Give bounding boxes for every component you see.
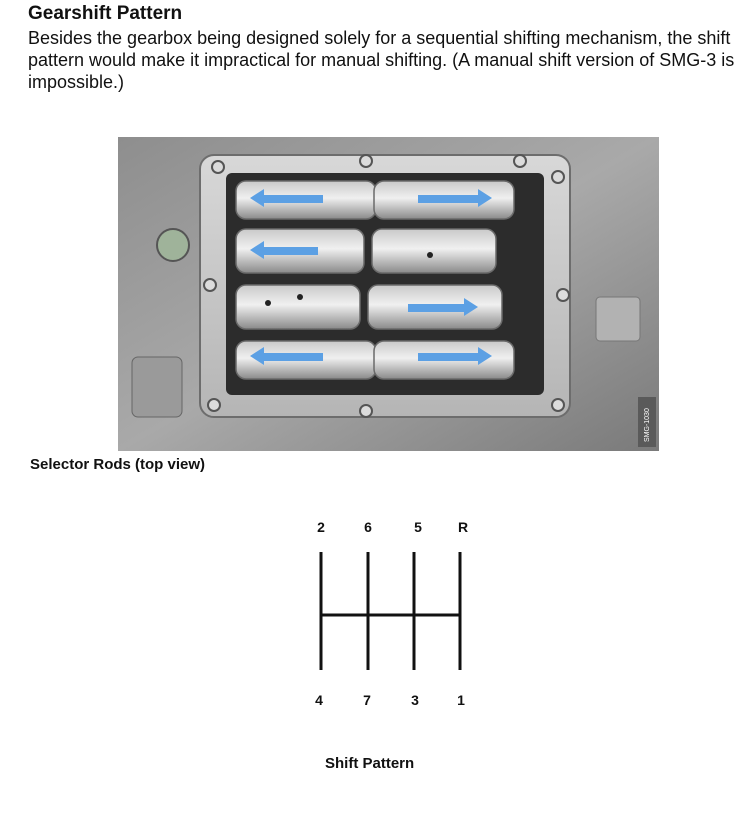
shift-pattern-diagram: 2 6 5 R 4 7 3 1 <box>315 519 468 708</box>
image-stamp: SMG-1030 <box>644 408 651 442</box>
selector-rods-photo: SMG-1030 <box>118 137 659 451</box>
gear-label-top: R <box>458 519 468 535</box>
gear-label-top: 2 <box>317 519 325 535</box>
shift-pattern-caption: Shift Pattern <box>325 755 415 772</box>
gear-label-bottom: 7 <box>363 692 371 708</box>
shift-gate-lines <box>319 552 462 670</box>
body-paragraph: Besides the gearbox being designed solel… <box>28 28 735 92</box>
gear-label-bottom: 3 <box>411 692 419 708</box>
section-title: Gearshift Pattern <box>28 3 183 24</box>
gear-label-bottom: 1 <box>457 692 465 708</box>
gear-label-top: 5 <box>414 519 422 535</box>
photo-caption: Selector Rods (top view) <box>30 456 206 473</box>
gear-label-top: 6 <box>364 519 372 535</box>
gear-label-bottom: 4 <box>315 692 323 708</box>
